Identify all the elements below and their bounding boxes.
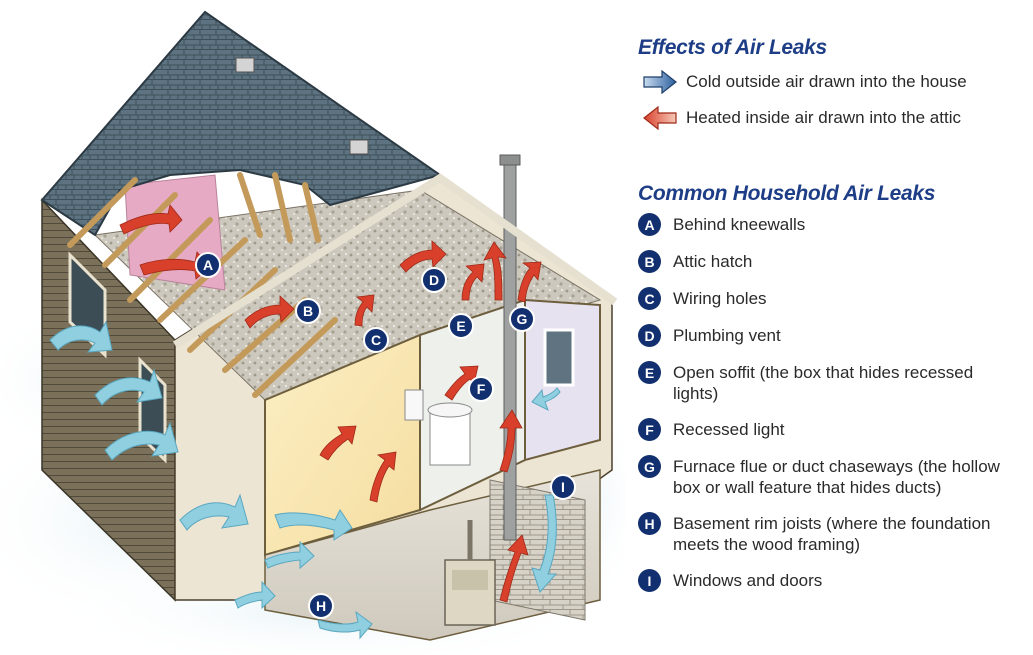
list-item: C Wiring holes [638,287,1030,310]
leak-text: Recessed light [673,420,785,439]
marker-i: I [550,474,576,500]
marker-f: F [468,376,494,402]
marker-g: G [509,306,535,332]
blue-arrow-right-icon [643,70,677,94]
exposed-rafters [67,172,338,398]
list-item: G Furnace flue or duct chaseways (the ho… [638,455,1030,498]
leak-text: Behind kneewalls [673,215,806,234]
leak-badge: B [638,250,661,273]
svg-text:D: D [429,272,439,288]
effects-list: Cold outside air drawn into the house He… [638,64,1030,136]
leak-badge: H [638,512,661,535]
svg-text:I: I [561,479,565,495]
svg-text:H: H [316,598,326,614]
house-cutaway-illustration: A B C D E F G H [0,10,625,655]
leak-markers: A B C D E F G H [195,252,576,619]
furnace [444,520,496,626]
svg-text:F: F [477,381,486,397]
leak-text: Attic hatch [673,252,753,271]
right-room-window [543,328,575,387]
marker-h: H [308,593,334,619]
list-item: D Plumbing vent [638,324,1030,347]
leak-text: Basement rim joists (where the foundatio… [673,514,991,554]
legend-panel: Effects of Air Leaks Cold outside air dr… [638,36,1030,607]
bathroom-fixtures [404,389,473,466]
leak-text: Plumbing vent [673,326,781,345]
effect-cold-air: Cold outside air drawn into the house [642,64,1030,100]
warm-air-arrows [119,204,542,603]
effects-title: Effects of Air Leaks [638,36,827,59]
list-item: I Windows and doors [638,569,1030,592]
svg-text:B: B [303,303,313,319]
leak-badge: G [638,455,661,478]
leak-text: Open soffit (the box that hides recessed… [673,363,974,403]
leak-badge: A [638,213,661,236]
list-item: H Basement rim joists (where the foundat… [638,512,1030,555]
leak-badge: C [638,287,661,310]
list-item: A Behind kneewalls [638,213,1030,236]
leak-text: Windows and doors [673,571,823,590]
marker-a: A [195,252,221,278]
flue-pipe [503,159,517,541]
effect-warm-air: Heated inside air drawn into the attic [642,100,1030,136]
leak-badge: D [638,324,661,347]
list-item: F Recessed light [638,418,1030,441]
effect-cold-air-text: Cold outside air drawn into the house [686,72,967,91]
effect-warm-air-text: Heated inside air drawn into the attic [686,108,961,127]
svg-text:C: C [371,332,381,348]
leak-text: Furnace flue or duct chaseways (the holl… [673,457,1000,497]
leak-badge: F [638,418,661,441]
svg-text:E: E [456,318,465,334]
leak-badge: I [638,569,661,592]
leak-text: Wiring holes [673,289,767,308]
red-arrow-left-icon [643,106,677,130]
leaks-title: Common Household Air Leaks [638,182,936,205]
roof-vents [235,57,369,155]
leaks-list: A Behind kneewalls B Attic hatch C Wirin… [638,213,1030,592]
front-fascia [172,173,618,349]
marker-b: B [295,298,321,324]
list-item: B Attic hatch [638,250,1030,273]
marker-d: D [421,267,447,293]
svg-text:A: A [203,257,213,273]
list-item: E Open soffit (the box that hides recess… [638,361,1030,404]
svg-text:G: G [517,311,528,327]
cold-air-arrows [49,320,561,640]
marker-c: C [363,327,389,353]
marker-e: E [448,313,474,339]
leak-badge: E [638,361,661,384]
